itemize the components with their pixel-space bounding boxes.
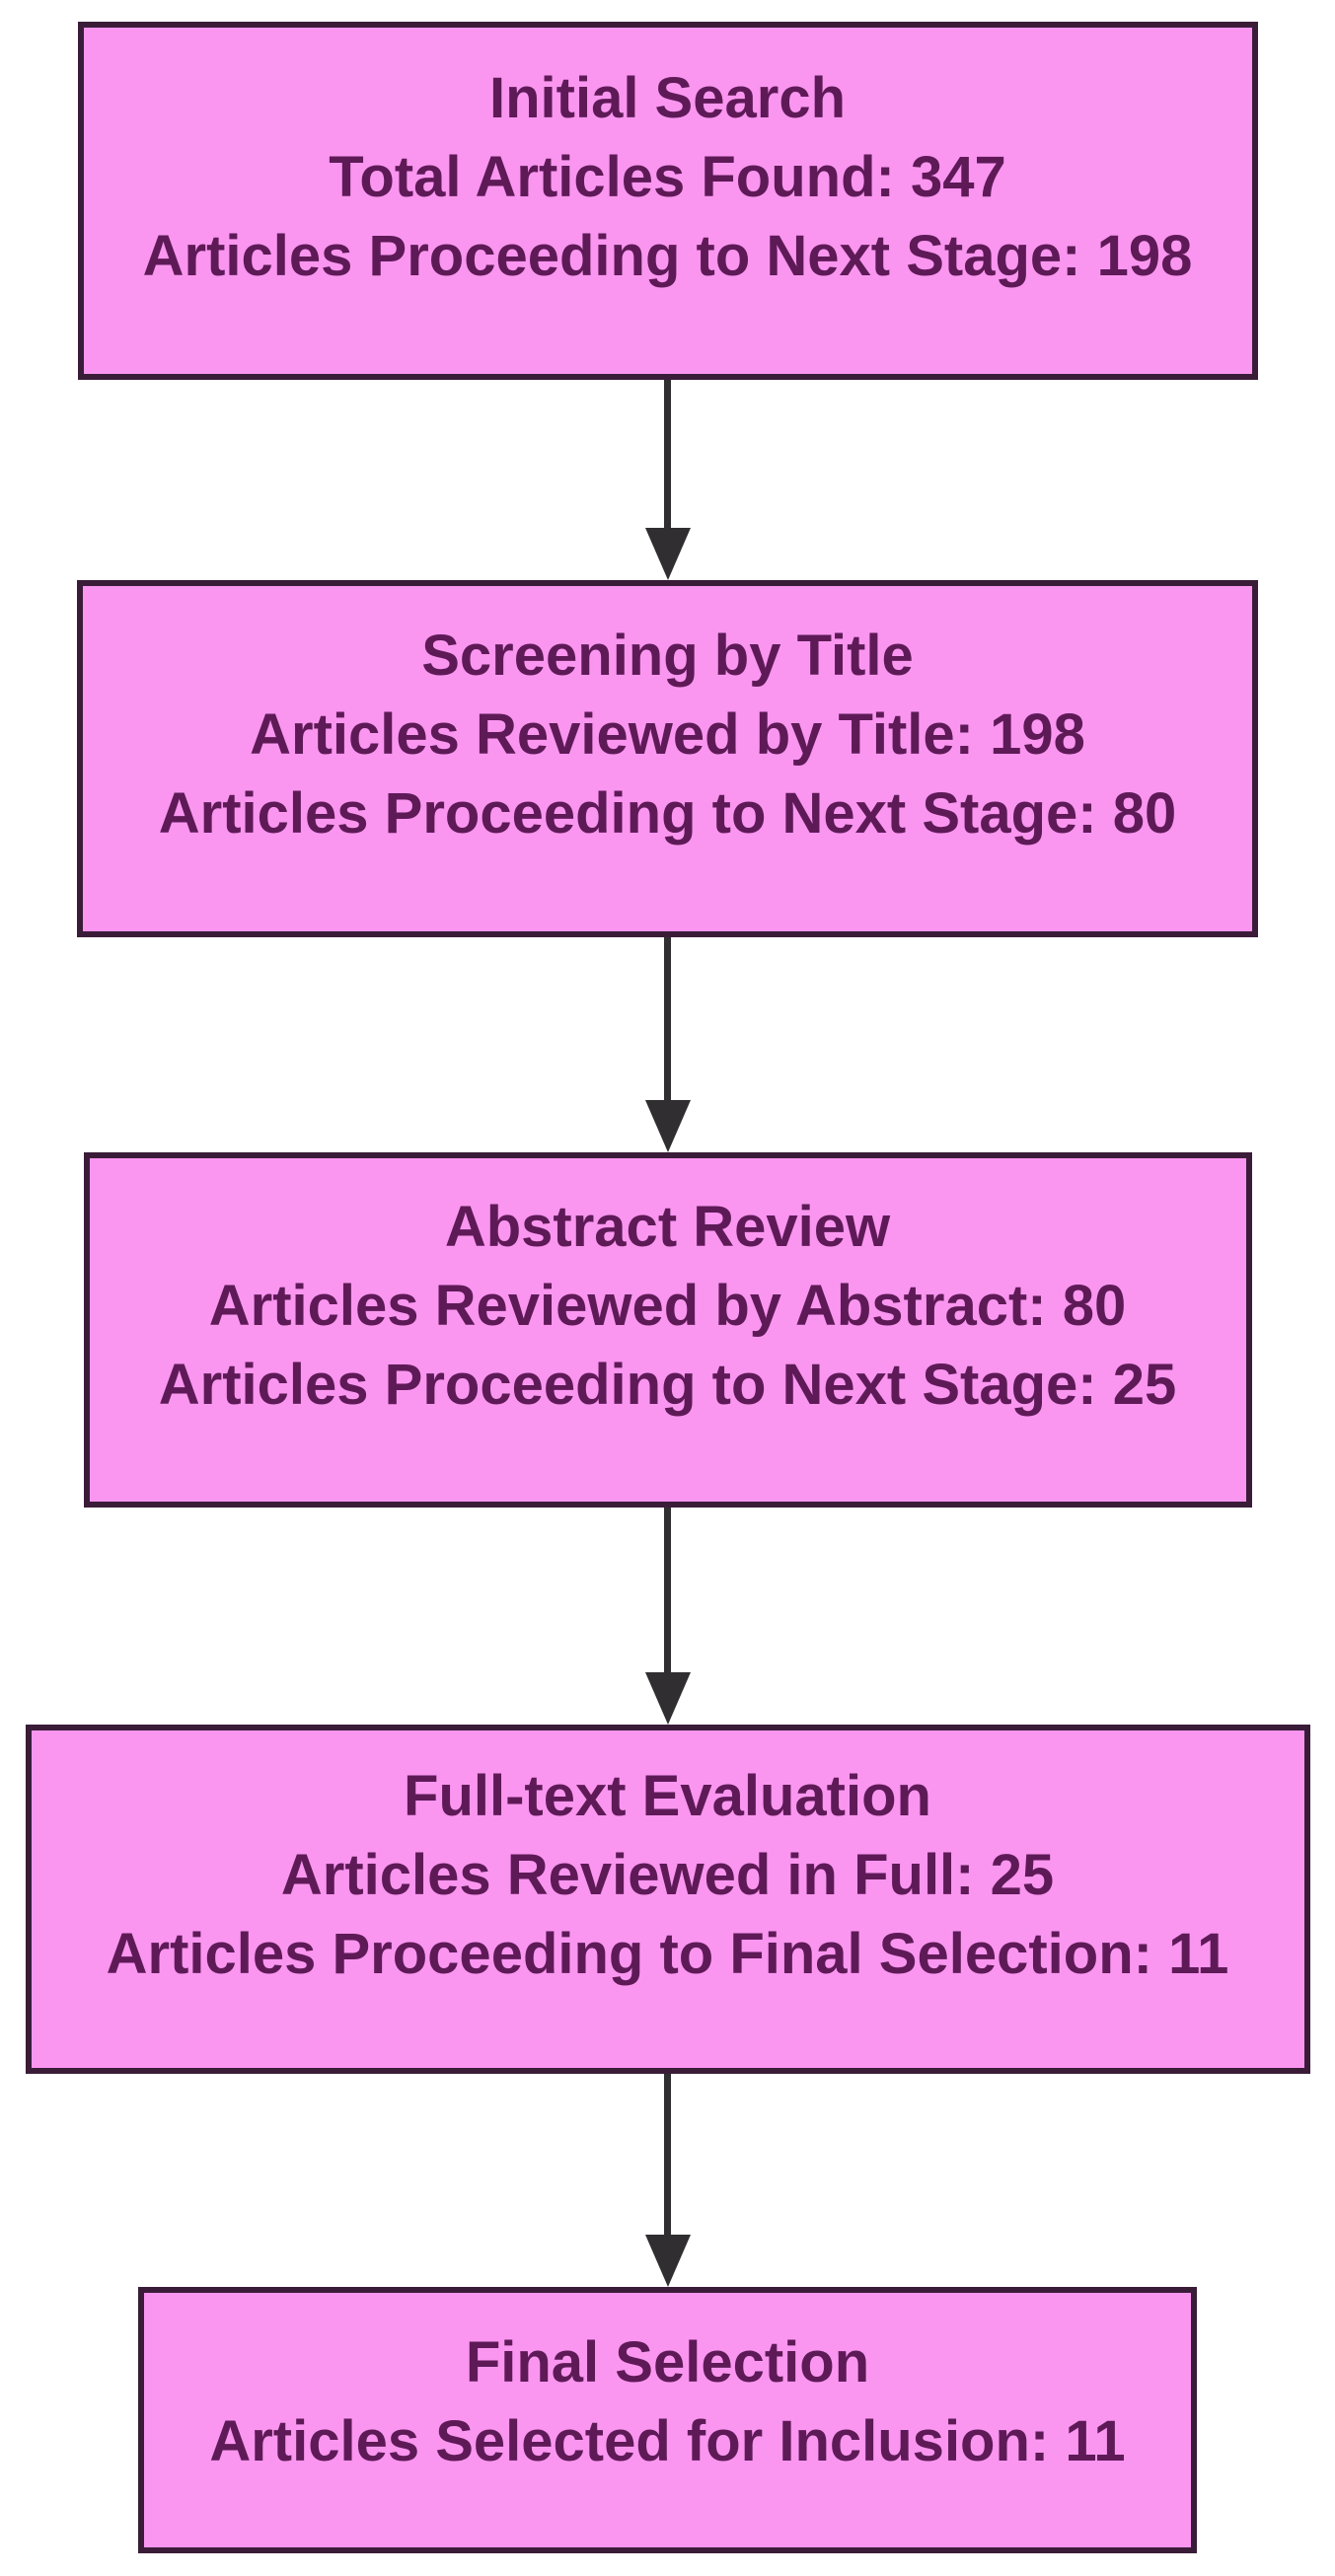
stage-detail-line: Articles Proceeding to Next Stage: 198: [142, 223, 1193, 288]
stage-box-screening-by-title: Screening by Title Articles Reviewed by …: [77, 580, 1258, 937]
stage-detail-line: Articles Proceeding to Final Selection: …: [106, 1922, 1229, 1986]
stage-box-initial-search: Initial Search Total Articles Found: 347…: [77, 22, 1258, 380]
stage-detail-line: Articles Proceeding to Next Stage: 80: [158, 781, 1177, 846]
stage-box-full-text-evaluation: Full-text Evaluation Articles Reviewed i…: [25, 1725, 1310, 2074]
arrow-shaft: [664, 1508, 671, 1672]
arrow-down-icon: [644, 1100, 691, 1152]
stage-title: Screening by Title: [421, 624, 914, 688]
arrow-shaft: [664, 2074, 671, 2235]
arrow-down-icon: [644, 2235, 691, 2287]
flow-arrow: [644, 2074, 691, 2287]
stage-detail-line: Articles Reviewed in Full: 25: [280, 1843, 1055, 1907]
arrow-shaft: [664, 380, 671, 528]
stage-box-final-selection: Final Selection Articles Selected for In…: [138, 2287, 1197, 2553]
stage-title: Abstract Review: [444, 1195, 891, 1259]
stage-detail-line: Articles Reviewed by Title: 198: [250, 702, 1085, 767]
flow-arrow: [644, 1508, 691, 1725]
arrow-down-icon: [644, 528, 691, 580]
stage-title: Final Selection: [465, 2330, 870, 2394]
arrow-shaft: [664, 937, 671, 1100]
stage-detail-line: Total Articles Found: 347: [329, 144, 1006, 209]
stage-detail-line: Articles Reviewed by Abstract: 80: [208, 1274, 1127, 1338]
stage-title: Full-text Evaluation: [404, 1764, 931, 1828]
stage-detail-line: Articles Selected for Inclusion: 11: [209, 2409, 1126, 2473]
flow-arrow: [644, 937, 691, 1152]
arrow-down-icon: [644, 1672, 691, 1725]
stage-box-abstract-review: Abstract Review Articles Reviewed by Abs…: [83, 1152, 1252, 1508]
stage-title: Initial Search: [488, 65, 847, 130]
flow-arrow: [644, 380, 691, 580]
stage-detail-line: Articles Proceeding to Next Stage: 25: [158, 1353, 1177, 1417]
